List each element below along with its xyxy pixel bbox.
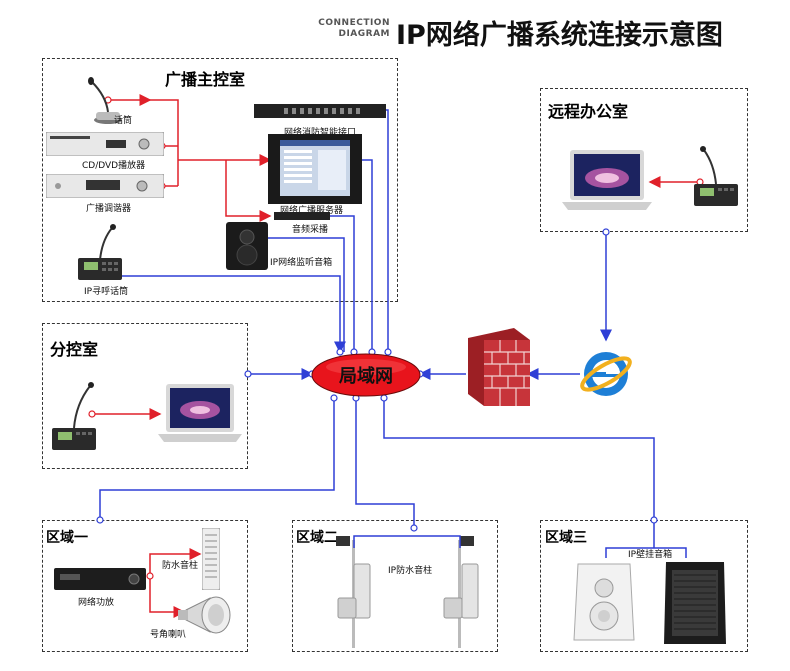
internet-explorer-icon: [580, 352, 632, 396]
header-small-line2: DIAGRAM: [338, 29, 390, 39]
network-amplifier-icon: [54, 568, 146, 590]
tuner-label: 广播调谐器: [86, 204, 132, 214]
zone3-wiring-icon: [605, 547, 687, 558]
ip-waterproof-column-right-icon: [443, 536, 479, 648]
horn-speaker-label: 号角喇叭: [150, 630, 187, 640]
network-amplifier-label: 网络功放: [78, 598, 115, 608]
column-speaker-label: 防水音柱: [162, 561, 199, 571]
zone2-box: [292, 520, 498, 652]
firewall-icon: [468, 328, 530, 406]
main-control-room-box: [42, 58, 398, 302]
microphone-label: 话筒: [114, 116, 133, 126]
cd-player-icon: [46, 132, 164, 156]
ip-paging-mic-icon: [78, 224, 122, 280]
zone2-title: 区域二: [296, 530, 338, 546]
tuner-icon: [46, 174, 164, 198]
sub-control-room-box: [42, 323, 248, 469]
ip-paging-mic-label: IP寻呼话筒: [84, 287, 129, 297]
audio-capture-label: 音频采播: [292, 225, 329, 235]
column-speaker-icon: [202, 528, 220, 590]
remote-office-mic-icon: [694, 146, 738, 206]
wall-speaker-black-icon: [664, 562, 726, 644]
server-label: 网络广播服务器: [280, 206, 344, 216]
remote-office-title: 远程办公室: [548, 102, 629, 121]
zone3-box: [540, 520, 748, 652]
monitor-speaker-icon: [226, 222, 268, 270]
sub-control-room-title: 分控室: [50, 340, 99, 359]
laptop-icon: [562, 150, 652, 210]
server-icon: [268, 134, 362, 204]
wall-speaker-white-icon: [573, 563, 635, 641]
lan-ellipse: [311, 353, 421, 397]
remote-office-box: [540, 88, 748, 232]
zone3-title: 区域三: [545, 530, 587, 546]
lan-label: 局域网: [339, 366, 393, 387]
zone2-wiring-icon: [353, 535, 461, 548]
audio-capture-icon: [274, 212, 330, 220]
ip-waterproof-column-left-icon: [336, 536, 371, 648]
sub-control-mic-icon: [52, 382, 96, 450]
cd-player-label: CD/DVD播放器: [82, 161, 146, 171]
zone1-title: 区域一: [46, 530, 88, 546]
fire-interface-label: 网络消防智能接口: [284, 128, 357, 138]
header-small-text: CONNECTION DIAGRAM: [296, 18, 390, 40]
main-control-room-title: 广播主控室: [165, 70, 246, 89]
fire-interface-icon: [254, 104, 386, 118]
microphone-icon: [88, 77, 122, 124]
ip-waterproof-column-label: IP防水音柱: [388, 566, 433, 576]
monitor-speaker-label: IP网络监听音箱: [270, 258, 333, 268]
header-small-line1: CONNECTION: [318, 18, 390, 28]
sub-control-laptop-icon: [158, 384, 242, 442]
horn-speaker-icon: [178, 596, 231, 634]
blue-network-lines: [99, 109, 655, 548]
red-audio-lines: [92, 94, 700, 618]
page-title: IP网络广播系统连接示意图: [396, 20, 723, 51]
ip-wall-speaker-label: IP壁挂音箱: [628, 550, 673, 560]
zone1-box: [42, 520, 248, 652]
